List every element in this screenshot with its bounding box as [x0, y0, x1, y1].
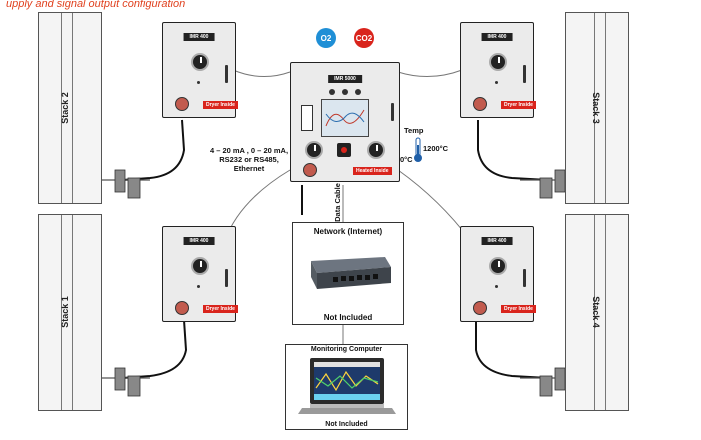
laptop-icon [298, 358, 396, 414]
stack-2: Stack 2 [38, 12, 102, 204]
network-box: Network (Internet) Not Included [292, 222, 404, 325]
analyzer-unit-top-right: IMR 400 Dryer Inside [460, 22, 536, 118]
alarm-icon [175, 301, 189, 315]
stack-4: Stack 4 [565, 214, 629, 411]
temp-title: Temp [404, 126, 424, 135]
indicator-dot [197, 285, 200, 288]
stack-label: Stack 1 [59, 296, 70, 328]
stack-label: Stack 4 [590, 296, 601, 328]
gas-badge-o2: O2 [316, 28, 336, 48]
alarm-icon [175, 97, 189, 111]
unit-model-label: IMR 400 [183, 33, 215, 41]
stack-3: Stack 3 [565, 12, 629, 204]
unit-badge: Dryer Inside [203, 101, 238, 109]
network-title: Network (Internet) [313, 227, 383, 236]
analyzer-unit-bottom-right: IMR 400 Dryer Inside [460, 226, 536, 322]
thermometer-icon [414, 137, 422, 162]
network-footer: Not Included [323, 313, 373, 322]
central-analyzer-unit: IMR 5000 Heated Inside [290, 62, 400, 182]
power-button[interactable] [337, 143, 351, 157]
gas-badge-co2: CO2 [354, 28, 374, 48]
indicator-lights [329, 89, 361, 95]
unit-badge: Heated Inside [353, 167, 392, 175]
vent-slot [523, 65, 526, 83]
analyzer-unit-top-left: IMR 400 Dryer Inside [162, 22, 238, 118]
display-screen [321, 99, 369, 137]
knob-icon [489, 53, 507, 71]
unit-model-label: IMR 400 [183, 237, 215, 245]
indicator-dot [197, 81, 200, 84]
vent-slot [523, 269, 526, 287]
trend-graph-icon [325, 109, 365, 127]
unit-badge: Dryer Inside [501, 305, 536, 313]
knob-icon [305, 141, 323, 159]
network-switch-icon [311, 257, 391, 289]
alarm-icon [473, 301, 487, 315]
unit-model-label: IMR 400 [481, 237, 513, 245]
unit-badge: Dryer Inside [203, 305, 238, 313]
analyzer-unit-bottom-left: IMR 400 Dryer Inside [162, 226, 238, 322]
alarm-icon [473, 97, 487, 111]
computer-title: Monitoring Computer [310, 346, 383, 353]
vent-slot [225, 269, 228, 287]
stack-label: Stack 3 [590, 92, 601, 124]
temp-high: 1200°C [423, 144, 449, 153]
vent-slot [225, 65, 228, 83]
stack-1: Stack 1 [38, 214, 102, 411]
computer-footer: Not Included [325, 421, 368, 428]
knob-icon [489, 257, 507, 275]
stack-label: Stack 2 [59, 92, 70, 124]
unit-model-label: IMR 5000 [328, 75, 362, 83]
knob-icon [191, 257, 209, 275]
signal-output-text: 4 – 20 mA , 0 – 20 mA, RS232 or RS485, E… [209, 146, 289, 173]
unit-badge: Dryer Inside [501, 101, 536, 109]
indicator-dot [495, 285, 498, 288]
knob-icon [191, 53, 209, 71]
monitoring-computer-box: Monitoring Computer Not Included [285, 344, 408, 430]
data-cable-label: Data Cable [332, 183, 342, 222]
temp-low: 0°C [400, 155, 413, 164]
vent-slot [391, 103, 394, 121]
knob-icon [367, 141, 385, 159]
side-keypad [301, 105, 313, 131]
alarm-icon [303, 163, 317, 177]
indicator-dot [495, 81, 498, 84]
page-caption: upply and signal output configuration [6, 0, 186, 10]
unit-model-label: IMR 400 [481, 33, 513, 41]
